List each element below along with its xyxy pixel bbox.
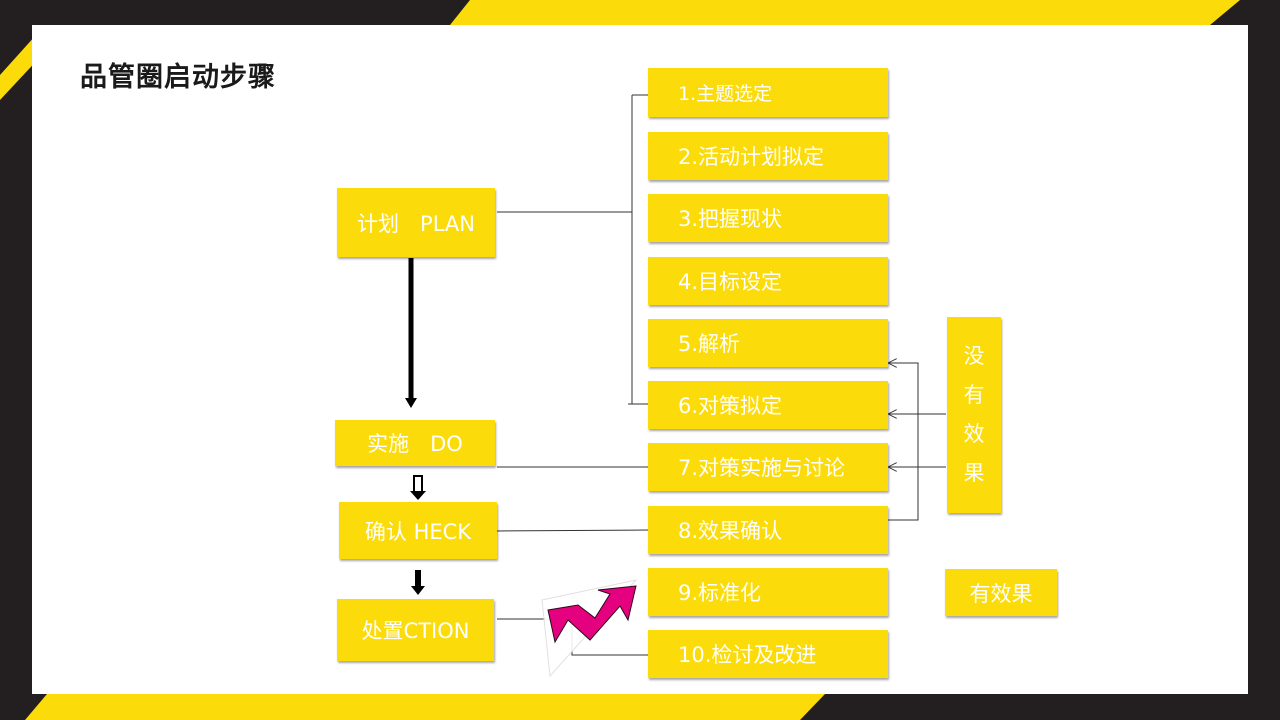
step-box: 6.对策拟定 — [648, 381, 888, 429]
step-box: 1.主题选定 — [648, 68, 888, 117]
step-box: 5.解析 — [648, 319, 888, 367]
no-effect-char: 果 — [963, 461, 985, 485]
down-arrow-icon — [410, 475, 426, 500]
no-effect-char: 有 — [963, 383, 985, 407]
step-box: 4.目标设定 — [648, 257, 888, 305]
phase-do-box: 实施 DO — [335, 420, 495, 466]
bottom-yellow-stripe — [25, 694, 825, 720]
no-effect-box: 没 有 效 果 — [947, 317, 1001, 513]
step-box: 8.效果确认 — [648, 506, 888, 554]
phase-plan-box: 计划 PLAN — [337, 188, 495, 257]
page-title: 品管圈启动步骤 — [80, 62, 276, 93]
top-yellow-stripe — [450, 0, 1240, 25]
step-box: 7.对策实施与讨论 — [648, 443, 888, 491]
step-box: 3.把握现状 — [648, 194, 888, 242]
no-effect-char: 没 — [963, 344, 985, 368]
step-box: 10.检讨及改进 — [648, 630, 888, 678]
phase-action-box: 处置CTION — [337, 599, 494, 661]
effective-box: 有效果 — [945, 569, 1057, 616]
down-arrow-icon — [411, 570, 425, 595]
step-box: 2.活动计划拟定 — [648, 132, 888, 180]
no-effect-char: 效 — [963, 422, 985, 446]
step-box: 9.标准化 — [648, 568, 888, 616]
down-arrow-icon — [405, 258, 417, 408]
magenta-arrow-icon — [541, 579, 638, 678]
phase-check-box: 确认 HECK — [339, 502, 497, 559]
